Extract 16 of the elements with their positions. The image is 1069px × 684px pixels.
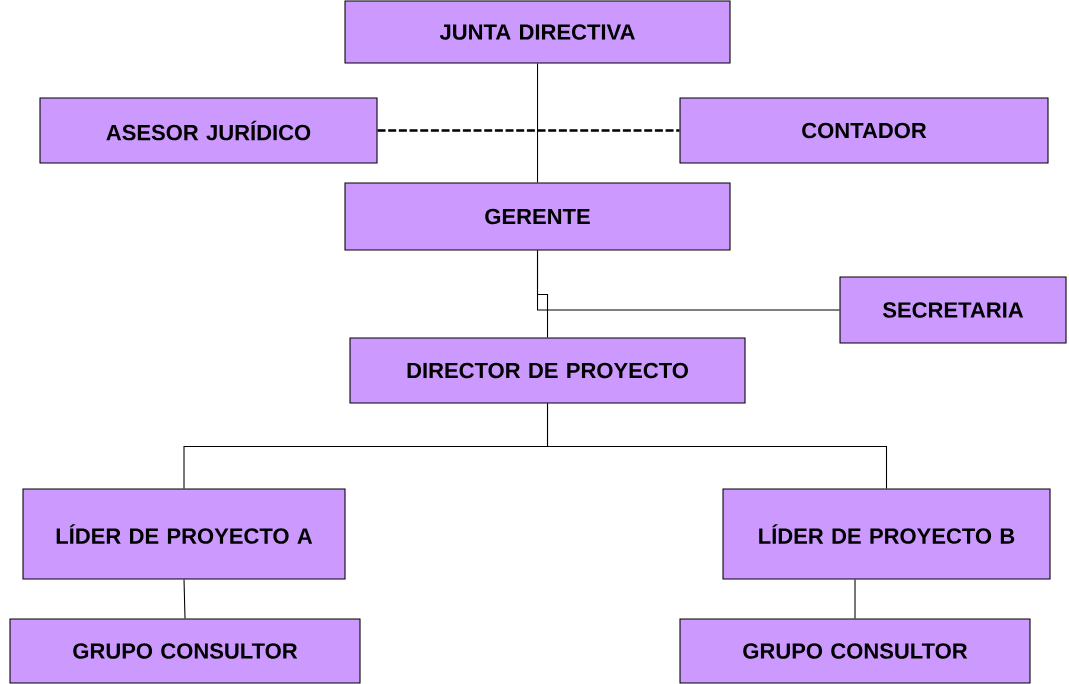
- connector-line: [536, 63, 539, 183]
- org-box: GRUPO CONSULTOR: [679, 618, 1031, 684]
- org-box: SECRETARIA: [839, 276, 1067, 344]
- connector-line: [183, 579, 186, 619]
- org-box: DIRECTOR DE PROYECTO: [349, 337, 746, 404]
- connector-line: [854, 579, 856, 619]
- org-box: LÍDER DE PROYECTO B: [722, 488, 1051, 580]
- connector-line: [536, 250, 840, 311]
- org-box: LÍDER DE PROYECTO A: [22, 488, 346, 580]
- org-box: GRUPO CONSULTOR: [9, 618, 361, 684]
- org-box: JUNTA DIRECTIVA: [344, 0, 731, 64]
- org-box: ASESOR JURÍDICO: [39, 97, 378, 164]
- org-box: CONTADOR: [679, 97, 1049, 164]
- connector-line: [546, 403, 888, 489]
- connector-line: [377, 129, 680, 132]
- org-box: GERENTE: [344, 182, 731, 251]
